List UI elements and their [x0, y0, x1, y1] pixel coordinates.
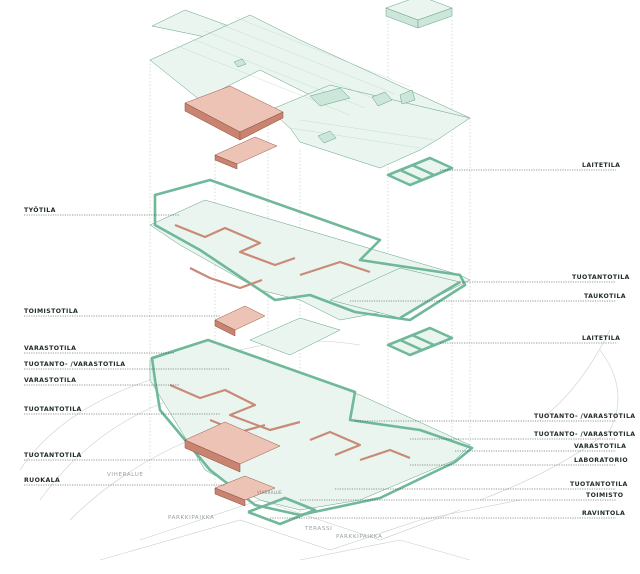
label-taukotila: TAUKOTILA	[584, 293, 626, 300]
label-varastotila-2: VARASTOTILA	[24, 377, 76, 384]
site-ground	[19, 329, 619, 561]
label-tyotila: TYÖTILA	[24, 205, 56, 214]
label-toimisto: TOIMISTO	[586, 492, 623, 499]
label-laitetila-2: LAITETILA	[582, 335, 620, 342]
label-ravintola: RAVINTOLA	[582, 510, 625, 517]
laitetila-box-1	[386, 156, 454, 187]
site-label-parkkipaikka-2: PARKKIPAIKKA	[336, 534, 382, 540]
label-laitetila-1: LAITETILA	[582, 162, 620, 169]
label-varastotila-1: VARASTOTILA	[24, 345, 76, 352]
label-tuotantotila-3: TUOTANTOTILA	[572, 274, 630, 281]
label-tuotanto-varastotila-3: TUOTANTO- /VARASTOTILA	[534, 431, 636, 438]
label-tuotanto-varastotila-2: TUOTANTO- /VARASTOTILA	[534, 413, 636, 420]
ground-floor	[149, 338, 474, 526]
left-labels: TYÖTILA TOIMISTOTILA VARASTOTILA TUOTANT…	[24, 205, 230, 486]
site-label-viheralue-1: VIHERALUE	[107, 472, 144, 478]
label-tuotanto-varastotila-1: TUOTANTO- /VARASTOTILA	[24, 361, 126, 368]
label-tuotantotila-4: TUOTANTOTILA	[570, 481, 628, 488]
laitetila-box-2	[249, 317, 454, 357]
site-labels: VIHERALUE VIHERALUE PARKKIPAIKKA PARKKIP…	[107, 472, 382, 540]
roof-level	[149, 0, 471, 170]
label-laboratorio: LABORATORIO	[574, 457, 628, 464]
right-labels: LAITETILA TUOTANTOTILA TAUKOTILA LAITETI…	[270, 162, 636, 519]
label-tuotantotila-1: TUOTANTOTILA	[24, 406, 82, 413]
site-label-parkkipaikka-1: PARKKIPAIKKA	[168, 515, 214, 521]
label-toimistotila: TOIMISTOTILA	[24, 308, 78, 315]
label-tuotantotila-2: TUOTANTOTILA	[24, 452, 82, 459]
site-label-terassi: TERASSI	[304, 526, 332, 532]
upper-floor	[149, 178, 471, 337]
label-varastotila-3: VARASTOTILA	[574, 443, 626, 450]
label-ruokala: RUOKALA	[24, 477, 60, 484]
site-label-viheralue-2: VIHERALUE	[257, 490, 282, 495]
